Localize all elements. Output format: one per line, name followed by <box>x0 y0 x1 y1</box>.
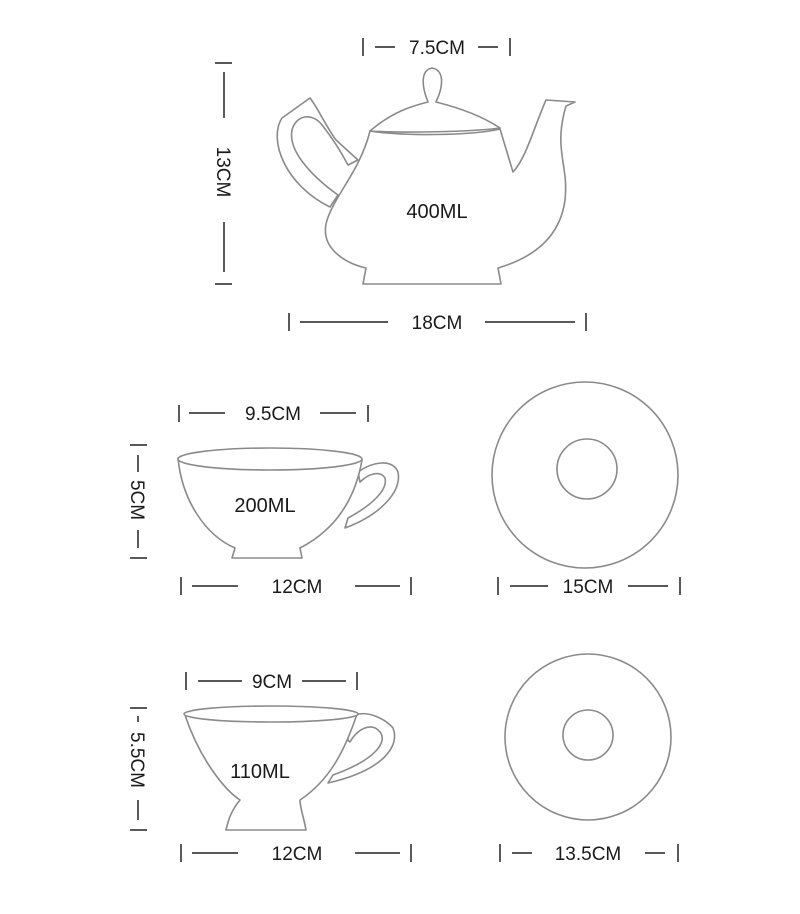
teapot-body <box>324 99 576 285</box>
teapot-height-label: 13CM <box>212 147 233 198</box>
teapot-width-label: 18CM <box>412 313 463 334</box>
cup-small-width-label: 12CM <box>272 844 323 865</box>
saucer-small: 13.5CM <box>499 653 679 865</box>
teapot-lid-width-dimension: 7.5CM <box>362 38 511 59</box>
cup-small-height-dimension: 5.5CM <box>126 707 147 831</box>
cup-small-rim <box>183 705 359 723</box>
cup-small-width-dimension: 12CM <box>180 844 412 865</box>
cup-large-height-dimension: 5CM <box>126 444 147 559</box>
cup-small-height-label: 5.5CM <box>126 732 147 788</box>
saucer-small-diameter-dimension: 13.5CM <box>499 844 679 865</box>
saucer-large-diameter-dimension: 15CM <box>497 577 681 598</box>
cup-small-capacity: 110ML <box>230 761 290 783</box>
teapot-lid-width-label: 7.5CM <box>409 38 465 59</box>
cup-small-handle <box>327 712 396 784</box>
saucer-large-inner <box>556 438 618 500</box>
cup-large-width-label: 12CM <box>272 577 323 598</box>
cup-large-width-dimension: 12CM <box>180 577 412 598</box>
teapot-width-dimension: 18CM <box>288 313 587 334</box>
teapot-lid <box>369 67 501 133</box>
teapot-capacity: 400ML <box>406 201 467 223</box>
teapot: 400ML 7.5CM 13CM 18CM <box>212 38 587 334</box>
cup-small-rim-dimension: 9CM <box>185 672 358 693</box>
saucer-small-inner <box>562 709 614 761</box>
cup-large-body <box>177 457 363 559</box>
cup-large: 200ML 9.5CM 5CM 12CM <box>126 404 412 598</box>
saucer-small-diameter-label: 13.5CM <box>555 844 622 865</box>
cup-large-rim-dimension: 9.5CM <box>178 404 369 425</box>
teapot-height-dimension: 13CM <box>212 62 233 285</box>
cup-large-rim <box>177 447 363 471</box>
saucer-large: 15CM <box>491 381 681 598</box>
teapot-handle <box>276 97 359 208</box>
cup-small-body <box>184 713 358 831</box>
cup-large-height-label: 5CM <box>126 480 147 520</box>
saucer-large-diameter-label: 15CM <box>563 577 614 598</box>
cup-large-handle <box>344 462 400 529</box>
cup-small-rim-width-label: 9CM <box>252 672 292 693</box>
cup-small: 110ML 9CM 5.5CM 12CM <box>126 672 412 865</box>
cup-large-capacity: 200ML <box>234 495 295 517</box>
cup-large-rim-width-label: 9.5CM <box>245 404 301 425</box>
